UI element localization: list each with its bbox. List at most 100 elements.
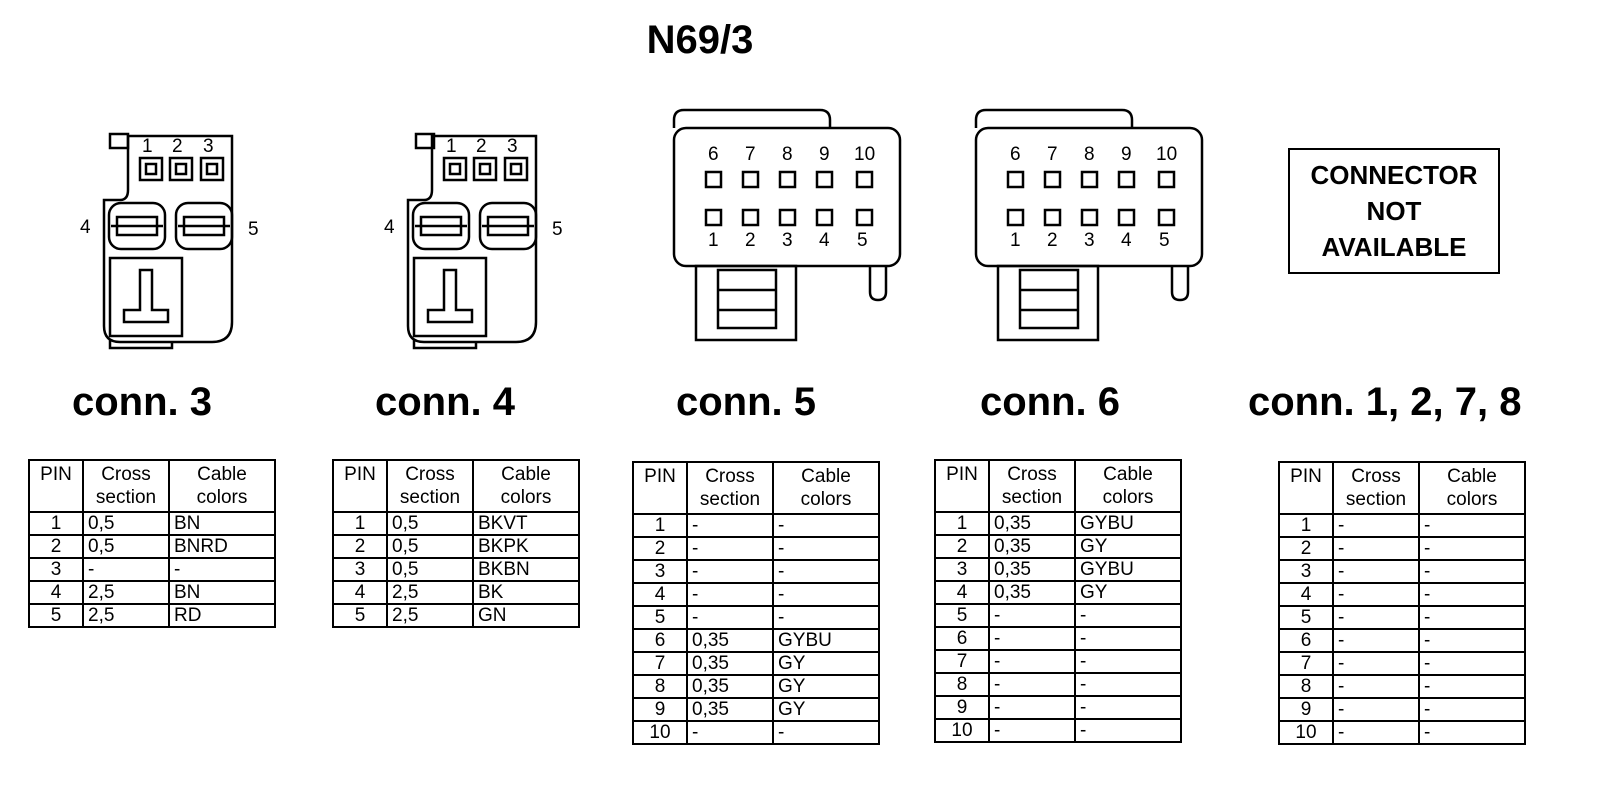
pin-number: 6: [632, 628, 688, 653]
pin-number: 5: [28, 603, 84, 628]
pin-number: 7: [1278, 651, 1334, 676]
pin-label-6: 6: [708, 144, 719, 165]
pin-number: 1: [1278, 513, 1334, 538]
pin-label-5: 5: [1159, 230, 1170, 251]
pin-number: 6: [1278, 628, 1334, 653]
pin-number: 2: [1278, 536, 1334, 561]
cable-color-value: GYBU: [772, 628, 880, 653]
cross-section-value: -: [988, 649, 1076, 674]
pin-number: 4: [28, 580, 84, 605]
cable-color-value: -: [772, 536, 880, 561]
pin-number: 9: [934, 695, 990, 720]
cable-color-value: -: [1418, 720, 1526, 745]
cable-color-value: BN: [168, 580, 276, 605]
pin-label-3: 3: [1084, 230, 1095, 251]
header-text: Cable: [1447, 466, 1497, 487]
pin-label-1: 1: [1010, 230, 1021, 251]
cross-section-value: -: [988, 603, 1076, 628]
pin-number: 2: [934, 534, 990, 559]
pin-label-7: 7: [745, 144, 756, 165]
cable-color-value: -: [1418, 536, 1526, 561]
pin-number: 10: [934, 718, 990, 743]
header-text: section: [699, 489, 761, 510]
pin-number: 2: [632, 536, 688, 561]
cable-color-value: -: [772, 513, 880, 538]
pin-number: 5: [1278, 605, 1334, 630]
table-row: 7--: [934, 649, 1182, 674]
cross-section-value: -: [1332, 697, 1420, 722]
pin-number: 3: [28, 557, 84, 582]
table-row: 9--: [934, 695, 1182, 720]
cable-color-value: -: [1074, 603, 1182, 628]
pin-number: 8: [632, 674, 688, 699]
pin-label-2: 2: [745, 230, 756, 251]
cross-section-value: 0,35: [988, 511, 1076, 536]
cross-section-value: 0,35: [988, 534, 1076, 559]
table-row: 9--: [1278, 697, 1526, 722]
header-text: PIN: [1290, 466, 1322, 487]
table-row: 3--: [632, 559, 880, 584]
pin-number: 10: [1278, 720, 1334, 745]
header-text: PIN: [40, 464, 72, 485]
header-text: PIN: [644, 466, 676, 487]
cross-section-value: -: [1332, 674, 1420, 699]
cable-color-value: -: [772, 582, 880, 607]
cable-color-value: BN: [168, 511, 276, 536]
table-row: 6--: [934, 626, 1182, 651]
header-text: colors: [500, 487, 552, 508]
cross-section-value: 0,35: [988, 557, 1076, 582]
cable-color-value: BNRD: [168, 534, 276, 559]
table-row: 1--: [632, 513, 880, 538]
cable-color-value: -: [1418, 697, 1526, 722]
cable-color-value: -: [1418, 605, 1526, 630]
pin-number: 1: [332, 511, 388, 536]
header-text: PIN: [946, 464, 978, 485]
header-text: section: [95, 487, 157, 508]
table-row: 4--: [1278, 582, 1526, 607]
cable-color-value: -: [1074, 626, 1182, 651]
pin-label-8: 8: [782, 144, 793, 165]
cable-color-value: -: [1418, 674, 1526, 699]
cross-section-value: 0,5: [386, 534, 474, 559]
na-line-1: CONNECTOR: [1310, 160, 1478, 190]
na-line-3: AVAILABLE: [1321, 232, 1467, 262]
cable-color-value: GYBU: [1074, 511, 1182, 536]
cross-section-value: -: [1332, 651, 1420, 676]
pin-label-4: 4: [384, 217, 395, 238]
page-title: N69/3: [646, 18, 754, 62]
cross-section-value: -: [988, 626, 1076, 651]
header-text: colors: [800, 489, 852, 510]
cross-section-value: -: [1332, 582, 1420, 607]
header-text: colors: [1102, 487, 1154, 508]
cross-section-value: -: [686, 536, 774, 561]
pin-label-8: 8: [1084, 144, 1095, 165]
pin-number: 4: [934, 580, 990, 605]
pin-number: 5: [934, 603, 990, 628]
pin-label-5: 5: [248, 219, 259, 240]
pin-number: 2: [332, 534, 388, 559]
header-pin: PIN: [934, 459, 990, 513]
cable-color-value: BKVT: [472, 511, 580, 536]
table-row: 5--: [1278, 605, 1526, 630]
connector-3-drawing: 1 2 3 4 5: [80, 132, 259, 350]
table-row: 8--: [1278, 674, 1526, 699]
cross-section-value: -: [988, 672, 1076, 697]
cable-color-value: -: [1418, 582, 1526, 607]
pin-label-2: 2: [1047, 230, 1058, 251]
pin-label-6: 6: [1010, 144, 1021, 165]
cable-color-value: -: [1074, 695, 1182, 720]
